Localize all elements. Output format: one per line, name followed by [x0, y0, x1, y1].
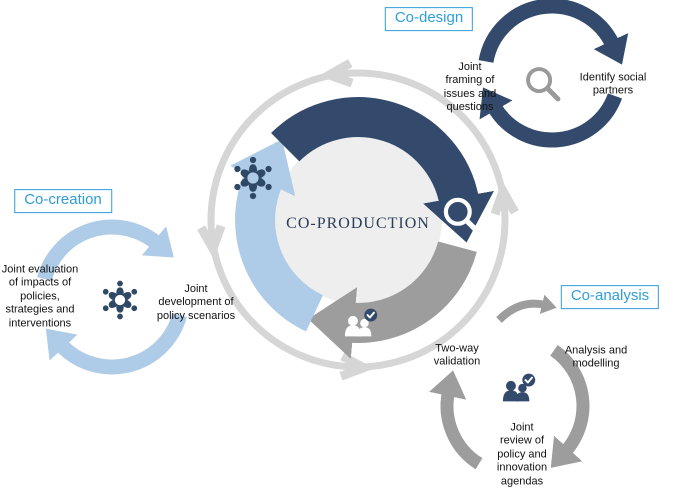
codesign-cycle-arc-top — [478, 0, 629, 65]
collaboration-icon — [101, 281, 138, 320]
inner-disc — [274, 136, 442, 304]
step-two-way-validation: Two-way validation — [433, 342, 481, 368]
codesign-phase-label: Co-design — [384, 7, 474, 31]
step-joint-review: Joint review of policy and innovation ag… — [496, 421, 548, 488]
codesign-cycle-arc-bottom — [479, 87, 623, 148]
step-joint-framing: Joint framing of issues and questions — [443, 61, 497, 114]
center-title: CO-PRODUCTION — [286, 215, 430, 232]
magnifier-icon — [446, 200, 478, 232]
step-joint-evaluation: Joint evaluation of impacts of policies,… — [1, 263, 79, 330]
ring-chevron-bottom-icon — [339, 352, 375, 381]
step-analysis-modelling: Analysis and modelling — [564, 344, 628, 370]
main-arrow-codesign — [271, 97, 494, 243]
magnifier-icon — [528, 69, 558, 99]
cocreation-phase-label: Co-creation — [14, 189, 112, 213]
ring-chevron-right-icon — [490, 180, 519, 216]
people-validation-icon — [501, 372, 537, 403]
step-joint-development: Joint development of policy scenarios — [156, 282, 236, 322]
main-arrow-cocreation — [229, 139, 324, 332]
coanalysis-cycle-arc-right — [550, 344, 590, 468]
coanalysis-cycle-arc-left — [429, 370, 483, 470]
ring-chevron-top-icon — [318, 59, 354, 88]
cocreation-cycle-arc-top — [37, 219, 174, 282]
ring-chevron-left-icon — [197, 224, 226, 260]
coanalysis-connector-arrow — [496, 294, 557, 323]
cocreation-cycle-arc-bottom — [45, 312, 187, 375]
step-identify-partners: Identify social partners — [579, 71, 647, 97]
coanalysis-phase-label: Co-analysis — [560, 285, 660, 309]
